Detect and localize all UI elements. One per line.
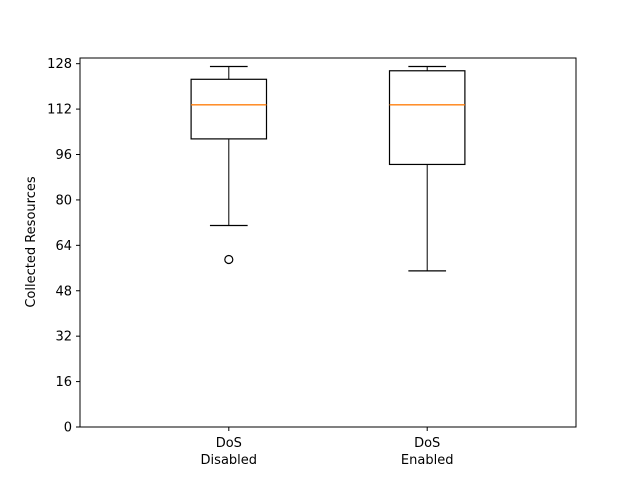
y-tick-label: 80 bbox=[55, 193, 72, 208]
outlier-point bbox=[224, 254, 234, 265]
plot-frame bbox=[79, 57, 577, 428]
y-tick-label: 112 bbox=[47, 103, 72, 118]
box bbox=[190, 78, 268, 140]
y-tick-label: 64 bbox=[55, 239, 72, 254]
y-tick-label: 16 bbox=[55, 375, 72, 390]
plot-elements bbox=[190, 65, 466, 272]
box-group-2 bbox=[388, 65, 466, 272]
box bbox=[388, 70, 466, 166]
y-axis-label: Collected Resources bbox=[24, 176, 39, 307]
box-group-1 bbox=[190, 65, 268, 265]
x-tick-label-line2: Disabled bbox=[201, 453, 257, 468]
x-tick-label-line1: DoS bbox=[414, 436, 440, 451]
y-tick-label: 0 bbox=[64, 421, 72, 436]
y-tick-label: 128 bbox=[47, 57, 72, 72]
y-tick-label: 32 bbox=[55, 330, 72, 345]
x-tick-label-line2: Enabled bbox=[401, 453, 454, 468]
y-axis: 0 16 32 48 64 80 96 112 128 bbox=[47, 57, 80, 436]
x-axis: DoS Disabled DoS Enabled bbox=[201, 427, 454, 468]
y-tick-label: 96 bbox=[55, 148, 72, 163]
y-tick-label: 48 bbox=[55, 284, 72, 299]
x-tick-label-line1: DoS bbox=[216, 436, 242, 451]
